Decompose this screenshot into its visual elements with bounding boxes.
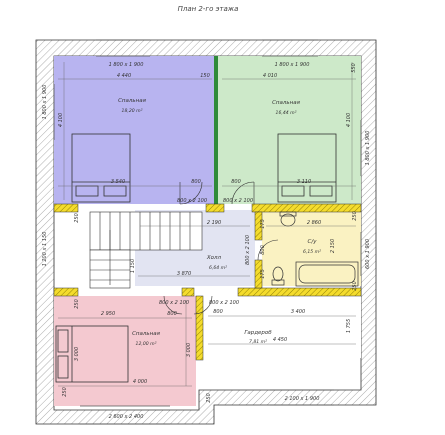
bedroom-2-fill [216, 56, 361, 204]
dimension-label: 4 010 [263, 73, 277, 79]
dimension-label: 2 150 [330, 239, 336, 253]
bathroom-fill [262, 210, 361, 286]
dimension-label: 2 950 [101, 311, 115, 317]
door-label: 800 x 2 100 [245, 235, 251, 265]
bedroom-3-label: Спальная [132, 331, 161, 337]
door-swings [163, 181, 279, 315]
bedroom-3-fill [54, 296, 196, 406]
bed-bedroom-3 [55, 325, 129, 383]
window-label: 1 800 x 1 900 [365, 131, 371, 166]
bedroom-2-label: Спальная [272, 100, 301, 106]
hall-area: 6,64 m² [209, 265, 227, 271]
dimension-label: 1 150 [130, 259, 136, 273]
dimension-label: 4 000 [133, 379, 147, 385]
wardrobe-fill [205, 296, 361, 358]
dimension-label: 800 [167, 311, 177, 317]
dimension-label: 250 [74, 299, 80, 309]
dimension-label: 175 [260, 219, 266, 229]
dimension-label: 4 450 [273, 337, 287, 343]
dimension-label: 175 [260, 269, 266, 279]
window-label: 2 600 x 2 400 [109, 414, 144, 420]
door-label: 800 x 2 100 [209, 300, 239, 306]
dimension-label: 800 [213, 309, 223, 315]
hall-label: Холл [206, 255, 222, 261]
dimension-label: 250 [352, 281, 358, 291]
dimension-label: 2 190 [207, 220, 221, 226]
bedroom-1-fill [54, 56, 216, 204]
dimension-label: 250 [74, 213, 80, 223]
dimension-label: 250 [206, 393, 212, 403]
window-label: 1 800 x 1 900 [42, 85, 48, 120]
window-marks [35, 39, 377, 425]
dimension-lines [58, 62, 356, 387]
dimension-label: 250 [352, 211, 358, 221]
dimension-label: 4 440 [117, 73, 131, 79]
dimension-label: 800 [231, 179, 241, 185]
dimension-label: 3 110 [297, 179, 311, 185]
door-label: 800 x 2 100 [177, 198, 207, 204]
bathroom-label: С/у [308, 239, 318, 245]
window-label: 2 100 x 1 900 [285, 396, 320, 402]
door-label: 800 x 2 100 [223, 198, 253, 204]
dimension-label: 800 [191, 179, 201, 185]
dimension-label: 4 100 [346, 113, 352, 127]
dimension-label: 3 540 [111, 179, 125, 185]
dimension-label: 2 860 [307, 220, 321, 226]
dimension-label: 250 [62, 387, 68, 397]
dimension-label: 800 [260, 245, 266, 255]
plan-title: План 2-го этажа [178, 5, 239, 13]
window-label: 600 x 1 900 [365, 239, 371, 269]
bedroom-1-area: 18,20 m² [122, 108, 143, 114]
staircase [89, 211, 203, 289]
dimension-label: 3 000 [186, 343, 192, 357]
bedroom-1-label: Спальная [118, 98, 147, 104]
bed-bedroom-1 [71, 133, 131, 203]
window-label: 1 200 x 1 150 [42, 232, 48, 267]
dimension-label: 3 400 [291, 309, 305, 315]
interior-walls [53, 203, 362, 361]
dimension-label: 3 870 [177, 271, 191, 277]
bathroom-area: 6,15 m² [303, 249, 321, 255]
bedroom-3-area: 12,00 m² [136, 341, 157, 347]
dimension-label: 550 [351, 63, 357, 73]
bedroom-partition [214, 56, 218, 204]
window-label: 1 800 x 1 900 [109, 62, 144, 68]
bedroom-2-area: 16,44 m² [276, 110, 297, 116]
wardrobe-label: Гардероб [244, 330, 272, 336]
dimension-label: 150 [200, 73, 210, 79]
door-label: 800 x 2 100 [159, 300, 189, 306]
dimension-label: 4 100 [58, 113, 64, 127]
dimension-label: 1 755 [346, 319, 352, 333]
window-label: 1 800 x 1 900 [275, 62, 310, 68]
wardrobe-area: 7,81 m² [249, 339, 267, 345]
dimension-label: 3 000 [74, 347, 80, 361]
